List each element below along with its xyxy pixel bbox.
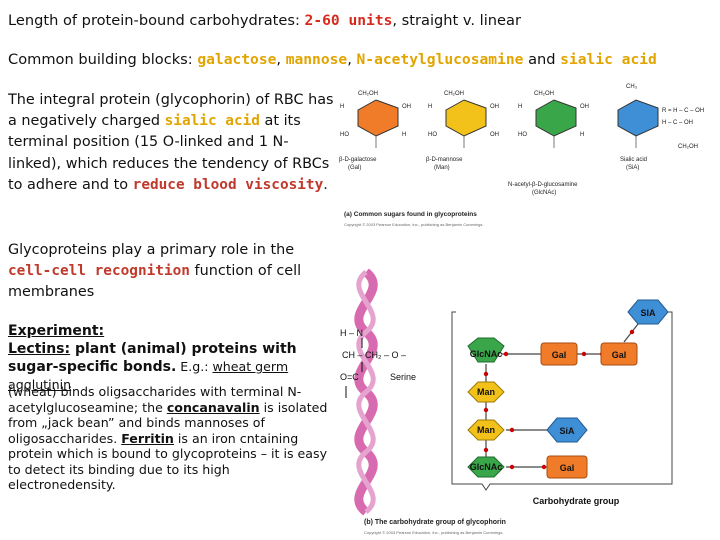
man-label: β-D-mannose [426,157,463,163]
ferritin-term: Ferritin [121,430,174,446]
experiment-detail: (wheat) binds oligsaccharides with termi… [8,384,338,493]
gal-node-1 [540,342,578,366]
sia-label: Sialic acid [620,157,647,163]
man-node-1 [467,381,505,403]
glcnac-abbrev: (GlcNAc) [532,190,556,196]
eg-text: E.g.: [176,359,213,374]
gal-node-3 [546,455,588,479]
header-line2-prefix: Common building blocks: [8,51,198,68]
protein-helix [354,268,378,516]
sep-1: , [276,51,286,68]
para2-text-2: function of cell membranes [8,263,302,301]
svg-text:CH₂OH: CH₂OH [534,91,554,97]
svg-text:H: H [428,104,432,110]
figure-b-copyright: Copyright © 2003 Pearson Education, Inc.… [364,530,503,535]
recognition-paragraph: Glycoproteins play a primary role in the… [8,240,338,304]
gal-ring [357,99,399,137]
para2-cell-recognition: cell-cell recognition [8,263,190,280]
man-node-2-label: Man [477,425,495,435]
galactose-highlight: galactose [197,51,277,68]
svg-text:H: H [580,132,584,138]
svg-text:H: H [340,104,344,110]
exp-text-3: is an iron cntaining protein which is bo… [8,430,328,493]
sia-node-2 [546,417,588,443]
svg-text:H – C – OH: H – C – OH [662,120,693,126]
figure-a-caption: (a) Common sugars found in glycoproteins [344,211,477,218]
svg-text:OH: OH [490,132,499,138]
concanavalin-term: concanavalin [166,399,260,415]
lectins-text: plant (animal) proteins with sugar-speci… [8,341,297,375]
lectins-term: Lectins: [8,341,71,357]
svg-text:OH: OH [402,104,411,110]
header-line1-suffix: , straight v. linear [392,12,521,29]
mannose-highlight: mannose [285,51,348,68]
wga-term: wheat germ agglutinin [8,359,289,392]
man-abbrev: (Man) [434,165,450,171]
svg-text:HO: HO [428,132,437,138]
serine-label: Serine [390,372,416,382]
para1-text-1: The integral protein (glycophorin) of RB… [8,92,334,130]
svg-text:CH – CH₂ – O –: CH – CH₂ – O – [342,350,406,360]
gal-node-1-label: Gal [552,350,567,360]
gal-abbrev: (Gal) [348,165,361,171]
sialic-acid-highlight: sialic acid [560,51,657,68]
exp-text-1: (wheat) binds oligsaccharides with termi… [8,384,302,415]
and-text: and [523,51,561,68]
figure-a-copyright: Copyright © 2003 Pearson Education, Inc.… [344,222,483,227]
gal-node-2 [600,342,638,366]
figure-b-caption: (b) The carbohydrate group of glycophori… [364,519,506,526]
svg-text:H: H [518,104,522,110]
svg-text:R = H – C – OH: R = H – C – OH [662,108,704,114]
svg-text:CH₂OH: CH₂OH [678,144,698,150]
svg-text:CH₂OH: CH₂OH [444,91,464,97]
svg-text:HO: HO [518,132,527,138]
svg-text:CH₃: CH₃ [626,84,638,90]
experiment-heading: Experiment: [8,323,105,339]
svg-text:H – N: H – N [340,328,363,338]
sia-ring [617,99,659,137]
para1-text-3: . [323,176,328,193]
glcnac-node-2-label: GlcNAc [470,462,503,472]
glcnac-node-2 [467,456,505,478]
svg-text:O=C: O=C [340,372,359,382]
gal-node-2-label: Gal [612,350,627,360]
man-node-1-label: Man [477,387,495,397]
para1-text-2: at its terminal position (15 O-linked an… [8,113,330,193]
sep-2: , [347,51,357,68]
exp-text-2: is isolated from „jack bean” and binds m… [8,399,328,446]
glcnac-ring [535,99,577,137]
gal-node-3-label: Gal [560,463,575,473]
glycophorin-paragraph: The integral protein (glycophorin) of RB… [8,90,338,196]
svg-text:HO: HO [340,132,349,138]
man-ring [445,99,487,137]
gal-label: β-D-galactose [339,157,377,163]
glcnac-node-1-label: GlcNAc [470,349,503,359]
header-line-1: Length of protein-bound carbohydrates: 2… [8,12,521,29]
experiment-block: Experiment: Lectins: plant (animal) prot… [8,322,338,394]
svg-text:CH₂OH: CH₂OH [358,91,378,97]
figure-b-carbohydrate-group: H – N CH – CH₂ – O – O=C Serine GlcNAc G… [340,268,673,535]
glcnac-highlight: N-acetylglucosamine [356,51,524,68]
header-line-2: Common building blocks: galactose, manno… [8,51,657,68]
para1-sialic-acid: sialic acid [164,113,260,130]
para2-text-1: Glycoproteins play a primary role in the [8,242,295,258]
glcnac-node-1 [467,337,505,363]
svg-text:OH: OH [580,104,589,110]
man-node-2 [467,419,505,441]
header-line1-prefix: Length of protein-bound carbohydrates: [8,12,305,29]
carbohydrate-group-label: Carbohydrate group [533,496,620,506]
header-length-highlight: 2-60 units [304,12,393,29]
sia-node-2-label: SiA [559,426,575,436]
carbohydrate-bracket [451,311,673,491]
sia-abbrev: (SiA) [626,165,639,171]
svg-text:H: H [402,132,406,138]
sia-node-1-label: SIA [640,308,656,318]
glcnac-label: N-acetyl-β-D-glucosamine [508,182,578,188]
svg-text:OH: OH [490,104,499,110]
para1-viscosity: reduce blood viscosity [132,176,324,193]
